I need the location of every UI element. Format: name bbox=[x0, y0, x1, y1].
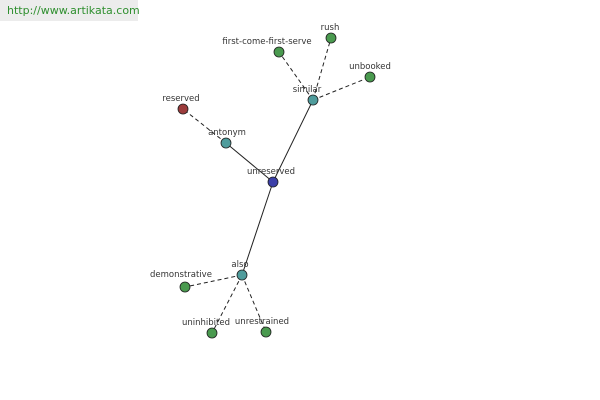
node-label-antonym[interactable]: antonym bbox=[208, 128, 246, 138]
edge-similar-to-unbooked bbox=[312, 76, 371, 101]
edge-also-to-uninhibited bbox=[211, 274, 243, 334]
node-unbooked[interactable] bbox=[364, 71, 376, 83]
node-label-unrestrained[interactable]: unrestrained bbox=[235, 317, 289, 327]
node-label-demonstrative[interactable]: demonstrative bbox=[150, 270, 212, 280]
node-antonym[interactable] bbox=[220, 137, 232, 149]
node-unrestrained[interactable] bbox=[260, 326, 272, 338]
node-label-unbooked[interactable]: unbooked bbox=[349, 62, 391, 72]
edge-antonym-to-reserved bbox=[182, 108, 227, 144]
edge-unreserved-to-antonym bbox=[225, 142, 274, 183]
labels-layer: unreserved similar antonym also first-come-f… bbox=[150, 23, 391, 328]
edge-also-to-demonstrative bbox=[184, 274, 243, 288]
node-also[interactable] bbox=[236, 269, 248, 281]
node-demonstrative[interactable] bbox=[179, 281, 191, 293]
node-first-come-first-serve[interactable] bbox=[273, 46, 285, 58]
node-label-similar[interactable]: similar bbox=[293, 85, 322, 95]
node-label-first-come-first-serve[interactable]: first-come-first-serve bbox=[222, 37, 311, 47]
node-rush[interactable] bbox=[325, 32, 337, 44]
nodes-layer bbox=[177, 32, 376, 339]
edge-unreserved-to-also bbox=[241, 181, 274, 276]
edge-unreserved-to-similar bbox=[272, 99, 314, 183]
edge-similar-to-rush bbox=[312, 37, 332, 101]
node-label-rush[interactable]: rush bbox=[321, 23, 340, 33]
node-label-also[interactable]: also bbox=[231, 260, 248, 270]
node-uninhibited[interactable] bbox=[206, 327, 218, 339]
node-reserved[interactable] bbox=[177, 103, 189, 115]
node-unreserved[interactable] bbox=[267, 176, 279, 188]
edge-similar-to-first-come-first-serve bbox=[278, 51, 314, 101]
edges-layer bbox=[182, 37, 371, 334]
node-label-unreserved[interactable]: unreserved bbox=[247, 167, 295, 177]
node-label-uninhibited[interactable]: uninhibited bbox=[182, 318, 230, 328]
node-label-reserved[interactable]: reserved bbox=[162, 94, 199, 104]
edge-also-to-unrestrained bbox=[241, 274, 267, 333]
watermark-link[interactable]: http://www.artikata.com bbox=[0, 0, 140, 21]
node-similar[interactable] bbox=[307, 94, 319, 106]
